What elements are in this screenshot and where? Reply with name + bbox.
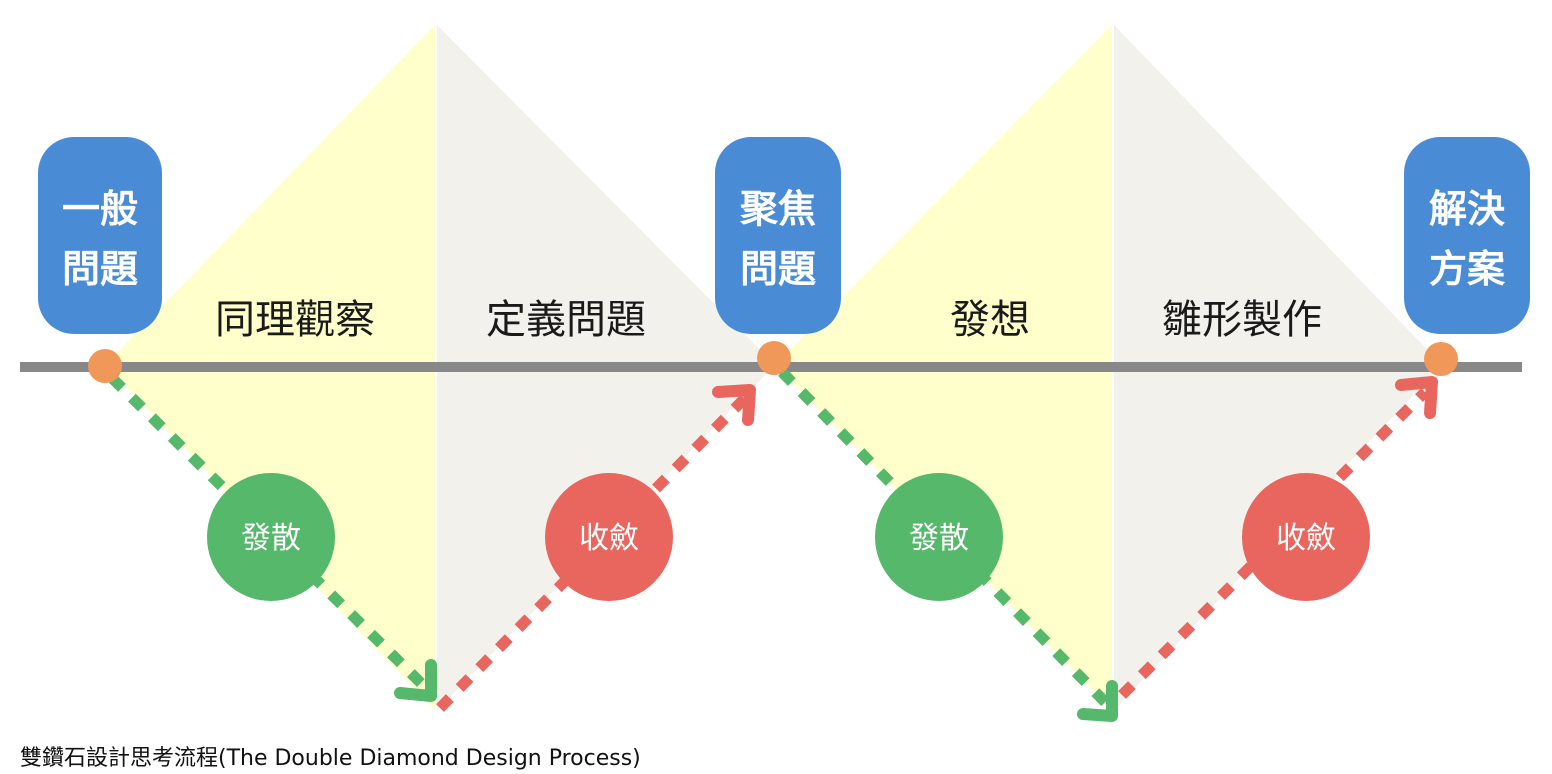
figure-caption: 雙鑽石設計思考流程(The Double Diamond Design Proc… (20, 746, 641, 771)
stage-3-line-2: 方案 (1429, 247, 1506, 291)
converge-arrowhead-2 (1395, 376, 1438, 419)
diverge-arrowhead-1 (394, 659, 437, 702)
stage-3-line-1: 解決 (1429, 187, 1505, 231)
milestone-dot-2 (757, 341, 791, 375)
milestone-dot-3 (1424, 342, 1458, 376)
mode-diverge-1-label: 發散 (241, 521, 301, 556)
phase-label-define: 定義問題 (486, 297, 646, 343)
converge-arrowhead-1 (712, 384, 756, 426)
mode-diverge-1: 發散 (207, 473, 335, 601)
mode-diverge-2-label: 發散 (909, 521, 969, 556)
mode-converge-2-label: 收斂 (1276, 521, 1336, 556)
phase-label-prototype: 雛形製作 (1162, 297, 1322, 343)
stage-2-line-1: 聚焦 (739, 187, 816, 231)
stage-1-line-1: 一般 (62, 187, 138, 231)
stage-box-1: 一般 問題 (38, 137, 162, 334)
mode-converge-1: 收斂 (545, 473, 673, 601)
diverge-arrowhead-2 (1077, 680, 1118, 722)
phase-label-empathize: 同理觀察 (215, 297, 375, 343)
milestones (88, 341, 1458, 383)
stage-box-3: 解決 方案 (1404, 137, 1530, 334)
stage-box-2: 聚焦 問題 (715, 137, 841, 334)
mode-converge-2: 收斂 (1242, 473, 1370, 601)
stage-2-line-2: 問題 (740, 247, 816, 291)
stage-1-line-2: 問題 (62, 247, 138, 291)
converge-arrow-1 (436, 391, 752, 712)
arrow-heads (394, 376, 1438, 722)
phase-label-ideate: 發想 (950, 297, 1030, 343)
diverge-arrow-1 (108, 374, 434, 696)
mode-converge-1-label: 收斂 (579, 521, 639, 556)
mode-diverge-2: 發散 (875, 473, 1003, 601)
milestone-dot-1 (88, 349, 122, 383)
